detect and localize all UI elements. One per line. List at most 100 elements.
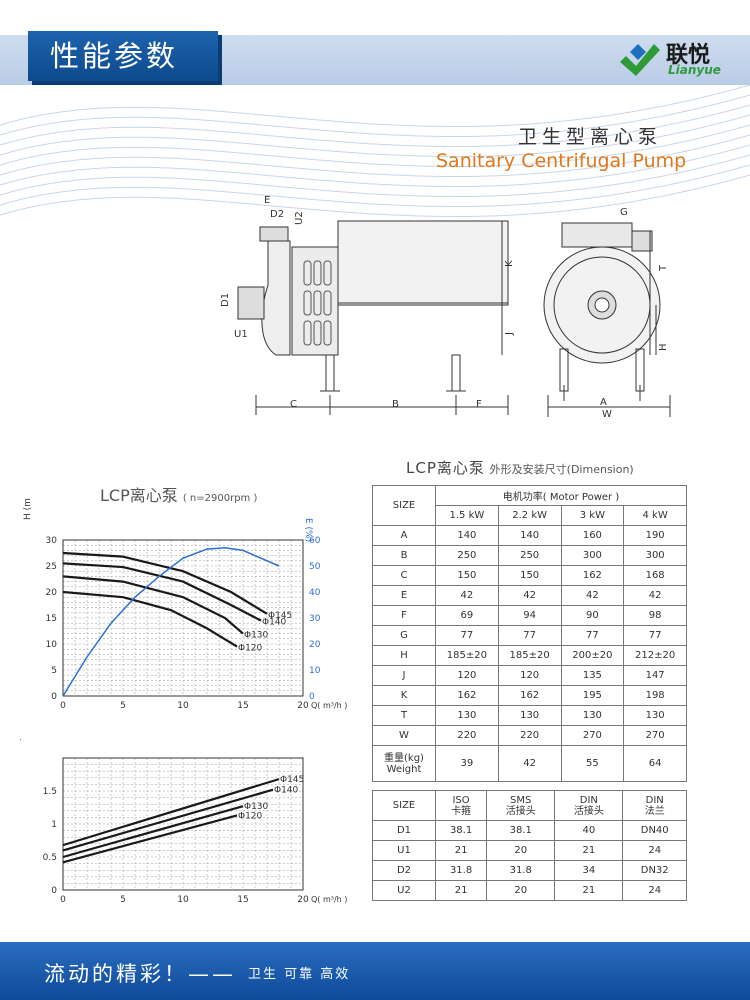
svg-text:U1: U1	[234, 329, 248, 340]
efficiency-curve	[62, 547, 280, 697]
dimension-title: LCP离心泵 外形及安装尺寸(Dimension)	[406, 457, 634, 478]
standard-header: DIN 活接头	[554, 790, 624, 821]
standard-code: SMS	[510, 794, 532, 806]
table-cell: 162	[560, 565, 625, 586]
table-cell: 162	[497, 685, 562, 706]
row-label: U1	[372, 840, 436, 861]
table-cell: 150	[497, 565, 562, 586]
table-cell: 270	[560, 725, 625, 746]
y-tick-label: 0	[51, 886, 57, 896]
svg-text:H: H	[658, 343, 669, 351]
svg-text:W: W	[602, 409, 612, 420]
table-cell: 160	[560, 525, 625, 546]
table-cell: 147	[623, 665, 687, 686]
y2-axis-label: E (%)	[303, 518, 313, 542]
table-cell: 140	[497, 525, 562, 546]
x-tick-label: 20	[297, 895, 309, 905]
series-label: Φ120	[238, 644, 263, 654]
weight-cell: 42	[497, 745, 562, 782]
dimension-title-sub: 外形及安装尺寸(Dimension)	[489, 463, 634, 476]
standard-cn: 活接头	[573, 805, 604, 817]
table-cell: 34	[554, 860, 624, 881]
table-cell: 300	[623, 545, 687, 566]
table-cell: 94	[497, 605, 562, 626]
y-axis-label: P (kW)	[20, 728, 23, 750]
table-cell: 77	[497, 625, 562, 646]
chart-subtitle: ( n=2900rpm )	[182, 493, 258, 504]
table-cell: 270	[623, 725, 687, 746]
table-cell: 200±20	[560, 645, 625, 666]
table-cell: 31.8	[434, 860, 488, 881]
row-label: F	[372, 605, 436, 626]
pump-drawing: E D2 U2 D1 U1 K J C B F G T H A W	[220, 195, 671, 420]
plot-frame	[62, 539, 304, 697]
svg-text:U2: U2	[294, 211, 305, 225]
head-curve	[62, 551, 268, 615]
table-cell: 90	[560, 605, 625, 626]
weight-label-cn: 重量(kg)	[384, 752, 424, 764]
x-tick-label: 10	[177, 701, 189, 711]
size-header: SIZE	[372, 790, 436, 821]
table-cell: 300	[560, 545, 625, 566]
product-name-cn: 卫生型离心泵	[518, 126, 663, 148]
y2-tick-label: 10	[309, 666, 321, 676]
dimension-title-cn: LCP离心泵	[406, 459, 485, 477]
table-cell: 21	[434, 880, 488, 901]
svg-text:G: G	[620, 207, 628, 218]
power-header: 3 kW	[560, 505, 625, 526]
svg-text:B: B	[392, 399, 399, 410]
y2-tick-label: 40	[309, 588, 321, 598]
svg-text:T: T	[658, 264, 669, 272]
power-header: 2.2 kW	[497, 505, 562, 526]
series-label: Φ145	[280, 775, 304, 785]
weight-cell: 64	[623, 745, 687, 782]
product-name-en: Sanitary Centrifugal Pump	[436, 150, 687, 172]
power-chart: 00.511.505101520P (kW)Q( m³/h )Φ145Φ140Φ…	[20, 728, 347, 905]
chart-title: LCP离心泵	[100, 486, 178, 505]
svg-text:J: J	[504, 332, 515, 336]
table-cell: 162	[435, 685, 499, 706]
standard-header: ISO 卡箍	[434, 790, 488, 821]
head-curve	[62, 562, 262, 622]
row-label: T	[372, 705, 436, 726]
standard-code: ISO	[452, 794, 470, 806]
series-label: Φ120	[238, 811, 263, 821]
table-cell: 120	[435, 665, 499, 686]
x-tick-label: 5	[120, 895, 126, 905]
table-cell: 195	[560, 685, 625, 706]
table-cell: 198	[623, 685, 687, 706]
standard-code: DIN	[579, 794, 598, 806]
brand-name: 联悦	[666, 43, 711, 68]
table-cell: 21	[434, 840, 488, 861]
standard-header: DIN 法兰	[622, 790, 687, 821]
weight-header: 重量(kg) Weight	[372, 745, 436, 782]
row-label: C	[372, 565, 436, 586]
footer-bar	[0, 942, 750, 1000]
y-tick-label: 25	[46, 562, 57, 572]
performance-chart-title: LCP离心泵 ( n=2900rpm )	[100, 482, 257, 506]
table-cell: 40	[554, 820, 624, 841]
table-cell: 185±20	[497, 645, 562, 666]
table-cell: 38.1	[434, 820, 488, 841]
x-tick-label: 20	[297, 701, 309, 711]
weight-label-en: Weight	[386, 763, 422, 775]
table-cell: 135	[560, 665, 625, 686]
power-curve	[62, 788, 274, 852]
svg-text:D2: D2	[270, 209, 284, 220]
y2-tick-label: 50	[309, 562, 321, 572]
table-cell: 20	[486, 840, 556, 861]
table-cell: 24	[622, 840, 687, 861]
table-cell: 140	[435, 525, 499, 546]
page-title: 性能参数	[28, 31, 218, 81]
table-cell: 69	[435, 605, 499, 626]
y-tick-label: 10	[46, 640, 58, 650]
table-cell: 77	[435, 625, 499, 646]
weight-cell: 39	[435, 745, 499, 782]
